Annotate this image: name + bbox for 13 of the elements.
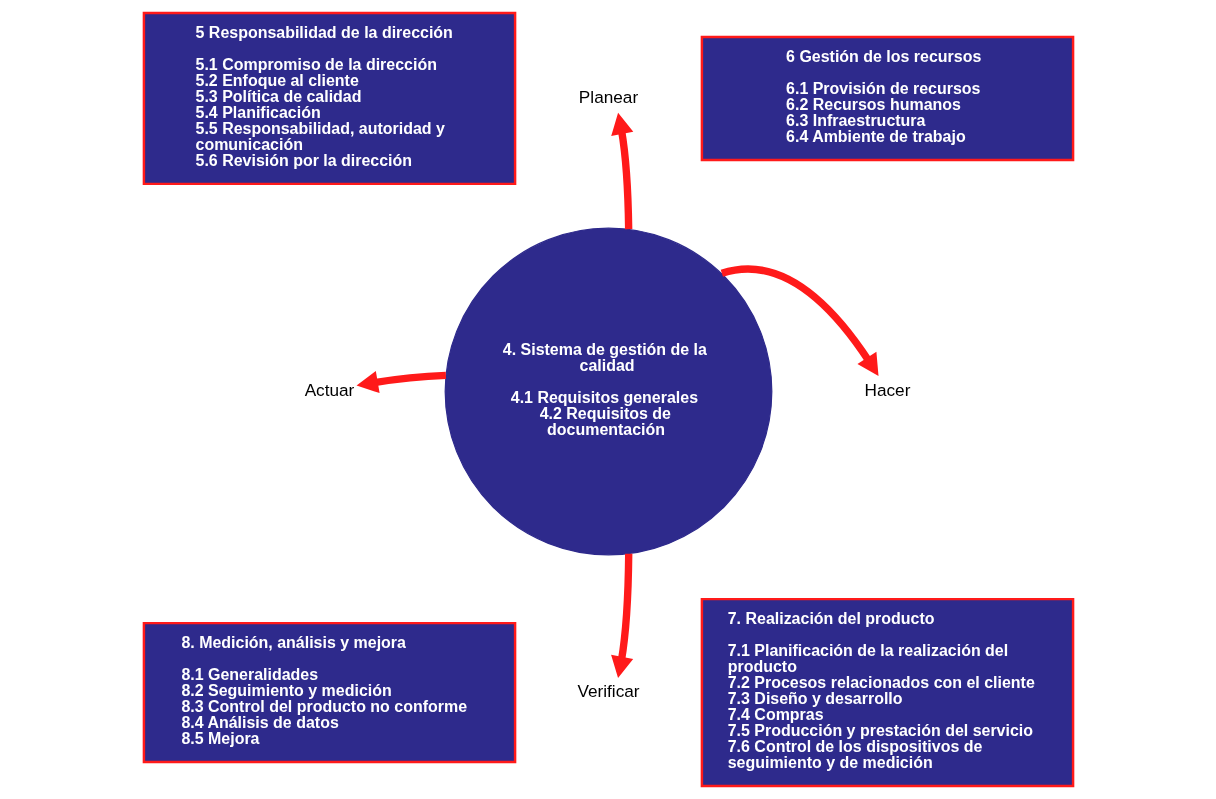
node-circle: 4. Sistema de gestión de la calidad 4.1 Requisitos generales 4.2 Requisitos de documentación (444, 227, 772, 556)
node-text: Hacer (864, 380, 910, 401)
node-text: Verificar (576, 681, 640, 702)
node-box: 6 Gestión de los recursos 6.1 Provisión de recursos 6.2 Recursos humanos 6.3 Infraestructura 6.4 Ambiente de trabajo (700, 35, 1074, 162)
node-box: 5 Responsabilidad de la dirección 5.1 Compromiso de la dirección 5.2 Enfoque al cliente 5.3 Política de calidad 5.4 Planificación 5.5 Responsabilidad, autoridad y comunicación 5.6 Revisión por la dirección (142, 11, 516, 186)
arrow (610, 553, 633, 678)
node-box: 8. Medición, análisis y mejora 8.1 Generalidades 8.2 Seguimiento y medición 8.3 Control del producto no conforme 8.4 Análisis de datos 8.5 Mejora (142, 621, 516, 764)
node-box: 7. Realización del producto 7.1 Planificación de la realización del producto 7.2 Procesos relacionados con el cliente 7.3 Diseño y desarrollo 7.4 Compras 7.5 Producción y prestación del servicio 7.6 Control de los dispositivos de seguimiento y de medición (700, 597, 1074, 788)
arrow (610, 112, 633, 230)
node-text: Planear (578, 87, 638, 108)
arrow (720, 265, 878, 376)
node-text: Actuar (304, 380, 354, 401)
arrow (356, 370, 446, 394)
